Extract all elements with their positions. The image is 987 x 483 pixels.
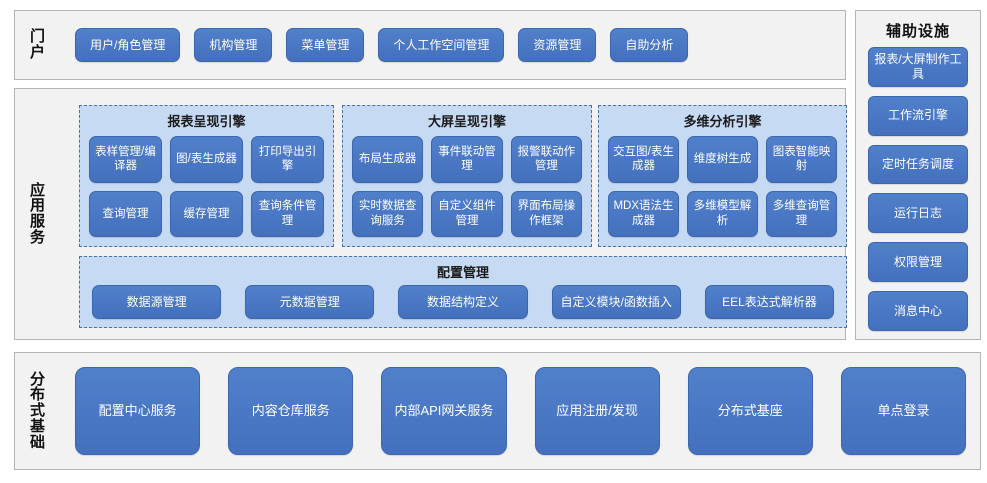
portal-button-menu[interactable]: 菜单管理 bbox=[286, 28, 365, 62]
base-item-config-center[interactable]: 配置中心服务 bbox=[75, 367, 201, 455]
aux-item-workflow-engine[interactable]: 工作流引擎 bbox=[868, 95, 968, 136]
base-item-content-repository[interactable]: 内容仓库服务 bbox=[228, 367, 354, 455]
distributed-base-panel: 分布式基础 配置中心服务 内容仓库服务 内部API网关服务 应用注册/发现 分布… bbox=[14, 352, 981, 470]
application-services-label-text: 应用服务 bbox=[29, 181, 46, 246]
olap-item-model-parsing[interactable]: 多维模型解析 bbox=[687, 190, 758, 237]
group-config-management: 配置管理 数据源管理 元数据管理 数据结构定义 自定义模块/函数插入 EEL表达… bbox=[79, 256, 847, 328]
aux-item-permission-management[interactable]: 权限管理 bbox=[868, 242, 968, 283]
bigscreen-item-custom-component[interactable]: 自定义组件管理 bbox=[431, 190, 503, 237]
report-item-template-compiler[interactable]: 表样管理/编译器 bbox=[89, 136, 162, 183]
report-item-print-export-engine[interactable]: 打印导出引擎 bbox=[251, 136, 324, 183]
portal-button-resource[interactable]: 资源管理 bbox=[518, 28, 597, 62]
base-item-internal-api-gateway[interactable]: 内部API网关服务 bbox=[381, 367, 507, 455]
aux-facilities-list: 报表/大屏制作工具 工作流引擎 定时任务调度 运行日志 权限管理 消息中心 bbox=[868, 47, 968, 331]
bigscreen-item-ui-layout-framework[interactable]: 界面布局操作框架 bbox=[510, 190, 582, 237]
aux-facilities-title: 辅助设施 bbox=[885, 23, 950, 40]
portal-row-label-text: 门户 bbox=[29, 28, 46, 61]
group-report-engine: 报表呈现引擎 表样管理/编译器 图/表生成器 打印导出引擎 查询管理 缓存管理 … bbox=[79, 105, 334, 247]
config-item-custom-module-function[interactable]: 自定义模块/函数插入 bbox=[551, 285, 681, 319]
group-config-management-items: 数据源管理 元数据管理 数据结构定义 自定义模块/函数插入 EEL表达式解析器 bbox=[92, 285, 835, 319]
group-olap-engine-items: 交互图/表生成器 维度树生成 图表智能映射 MDX语法生成器 多维模型解析 多维… bbox=[608, 136, 837, 237]
portal-row-label: 门户 bbox=[15, 11, 61, 79]
report-item-chart-table-generator[interactable]: 图/表生成器 bbox=[170, 136, 243, 183]
bigscreen-item-layout-generator[interactable]: 布局生成器 bbox=[352, 136, 424, 183]
config-item-metadata[interactable]: 元数据管理 bbox=[245, 285, 375, 319]
group-olap-engine: 多维分析引擎 交互图/表生成器 维度树生成 图表智能映射 MDX语法生成器 多维… bbox=[598, 105, 847, 247]
group-olap-engine-title: 多维分析引擎 bbox=[683, 114, 762, 129]
aux-facilities-panel: 辅助设施 报表/大屏制作工具 工作流引擎 定时任务调度 运行日志 权限管理 消息… bbox=[855, 10, 981, 340]
olap-item-chart-smart-mapping[interactable]: 图表智能映射 bbox=[766, 136, 837, 183]
base-item-single-sign-on[interactable]: 单点登录 bbox=[840, 367, 967, 455]
group-bigscreen-engine-title: 大屏呈现引擎 bbox=[427, 114, 506, 129]
bigscreen-item-alarm-action[interactable]: 报警联动作管理 bbox=[510, 136, 582, 183]
application-services-label: 应用服务 bbox=[15, 89, 61, 339]
application-services-panel: 应用服务 报表呈现引擎 表样管理/编译器 图/表生成器 打印导出引擎 查询管理 … bbox=[14, 88, 847, 340]
config-item-eel-expression-parser[interactable]: EEL表达式解析器 bbox=[704, 285, 835, 319]
aux-item-runtime-log[interactable]: 运行日志 bbox=[868, 193, 968, 234]
base-item-app-registry-discovery[interactable]: 应用注册/发现 bbox=[534, 367, 660, 455]
portal-button-self-service-analysis[interactable]: 自助分析 bbox=[610, 28, 689, 62]
base-item-distributed-foundation[interactable]: 分布式基座 bbox=[687, 367, 813, 455]
bigscreen-item-realtime-query[interactable]: 实时数据查询服务 bbox=[352, 190, 424, 237]
group-config-management-title: 配置管理 bbox=[436, 265, 489, 280]
olap-item-query-management[interactable]: 多维查询管理 bbox=[766, 190, 837, 237]
aux-item-scheduled-task[interactable]: 定时任务调度 bbox=[868, 144, 968, 185]
portal-button-org[interactable]: 机构管理 bbox=[194, 28, 273, 62]
report-item-query-management[interactable]: 查询管理 bbox=[89, 190, 162, 237]
report-item-query-condition-management[interactable]: 查询条件管理 bbox=[251, 190, 324, 237]
distributed-base-row: 配置中心服务 内容仓库服务 内部API网关服务 应用注册/发现 分布式基座 单点… bbox=[75, 367, 967, 455]
aux-item-report-screen-tool[interactable]: 报表/大屏制作工具 bbox=[868, 47, 968, 87]
olap-item-dimension-tree[interactable]: 维度树生成 bbox=[687, 136, 758, 183]
group-report-engine-title: 报表呈现引擎 bbox=[167, 114, 246, 129]
bigscreen-item-event-linkage[interactable]: 事件联动管理 bbox=[431, 136, 503, 183]
config-item-datasource[interactable]: 数据源管理 bbox=[92, 285, 222, 319]
portal-button-user-role[interactable]: 用户/角色管理 bbox=[75, 28, 181, 62]
distributed-base-label: 分布式基础 bbox=[15, 353, 61, 469]
portal-button-row: 用户/角色管理 机构管理 菜单管理 个人工作空间管理 资源管理 自助分析 bbox=[75, 11, 837, 79]
olap-item-interactive-chart-generator[interactable]: 交互图/表生成器 bbox=[608, 136, 679, 183]
aux-item-message-center[interactable]: 消息中心 bbox=[868, 291, 968, 331]
group-bigscreen-engine: 大屏呈现引擎 布局生成器 事件联动管理 报警联动作管理 实时数据查询服务 自定义… bbox=[342, 105, 592, 247]
config-item-data-structure[interactable]: 数据结构定义 bbox=[398, 285, 528, 319]
portal-panel: 门户 用户/角色管理 机构管理 菜单管理 个人工作空间管理 资源管理 自助分析 bbox=[14, 10, 846, 80]
distributed-base-label-text: 分布式基础 bbox=[29, 370, 46, 451]
report-item-cache-management[interactable]: 缓存管理 bbox=[170, 190, 243, 237]
group-bigscreen-engine-items: 布局生成器 事件联动管理 报警联动作管理 实时数据查询服务 自定义组件管理 界面… bbox=[352, 136, 582, 237]
group-report-engine-items: 表样管理/编译器 图/表生成器 打印导出引擎 查询管理 缓存管理 查询条件管理 bbox=[89, 136, 324, 237]
portal-button-workspace[interactable]: 个人工作空间管理 bbox=[378, 28, 505, 62]
olap-item-mdx-generator[interactable]: MDX语法生成器 bbox=[608, 190, 679, 237]
